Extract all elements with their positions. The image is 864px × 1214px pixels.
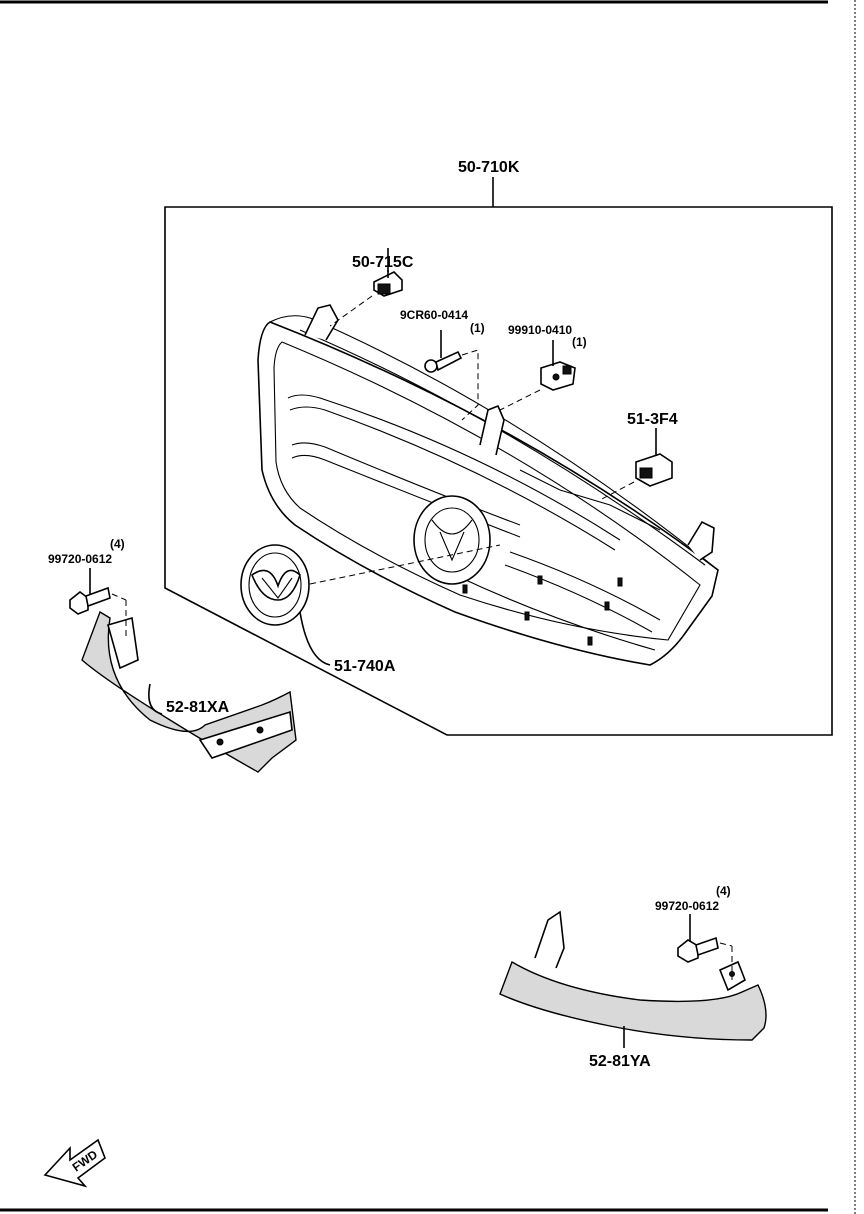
dash-upper-clip bbox=[329, 295, 373, 327]
label-molding-right: 52-81YA bbox=[589, 1053, 651, 1070]
dash-side-clip bbox=[599, 481, 635, 501]
label-bolt-right-qty: (4) bbox=[716, 884, 731, 898]
leader-emblem bbox=[299, 611, 331, 666]
left-bolt bbox=[69, 586, 111, 615]
mazda-emblem-icon bbox=[240, 544, 310, 626]
grille bbox=[257, 304, 719, 666]
dash-emblem bbox=[309, 544, 501, 585]
label-clip-qty: (1) bbox=[572, 335, 587, 349]
left-molding bbox=[81, 610, 297, 773]
label-bolt-left-qty: (4) bbox=[110, 537, 125, 551]
right-bolt bbox=[677, 936, 719, 963]
assembly-box bbox=[164, 206, 833, 736]
label-clip: 99910-0410 bbox=[508, 323, 572, 337]
dash-clip bbox=[499, 389, 541, 411]
dash-screw bbox=[461, 349, 479, 421]
label-bolt-left: 99720-0612 bbox=[48, 552, 112, 566]
upper-clip bbox=[373, 270, 403, 297]
label-bolt-right: 99720-0612 bbox=[655, 899, 719, 913]
label-upper-clip: 50-715C bbox=[352, 254, 414, 271]
nut-clip bbox=[540, 361, 576, 391]
label-screw-qty: (1) bbox=[470, 321, 485, 335]
label-side-clip: 51-3F4 bbox=[627, 411, 678, 428]
fwd-arrow-icon: FWD bbox=[43, 1138, 106, 1188]
dash-left-bolt-1 bbox=[111, 593, 127, 601]
label-molding-left: 52-81XA bbox=[166, 699, 230, 716]
right-molding bbox=[499, 910, 767, 1041]
label-screw: 9CR60-0414 bbox=[400, 308, 468, 322]
side-clip bbox=[635, 453, 673, 487]
screw bbox=[424, 350, 463, 373]
label-grille-assembly: 50-710K bbox=[458, 159, 520, 176]
label-emblem: 51-740A bbox=[334, 658, 396, 675]
leader-left-molding bbox=[148, 683, 163, 715]
dash-right-bolt-1 bbox=[719, 942, 733, 947]
